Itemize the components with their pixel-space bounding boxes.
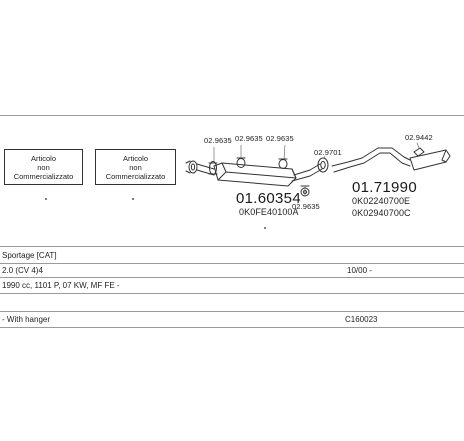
middle-part-number: 01.60354 [236,190,301,207]
rear-oe-number-1: 0K02240700E [352,196,411,206]
gasket-icon [317,157,329,173]
box-1-line-2: non [37,162,50,172]
vehicle-model: Sportage [CAT] [2,251,57,260]
divider-top [0,115,464,116]
rear-pipe [331,147,411,173]
rear-part-number: 01.71990 [352,179,417,196]
clamp-icon-1 [208,161,218,175]
bracket-icon [413,147,425,157]
not-available-box-2: Articolo non Commercializzato [95,149,176,185]
callout-bracket: 02.9442 [405,133,433,142]
callout-clamp-2: 02.9635 [235,134,263,143]
vehicle-spec: 1990 cc, 1101 P, 07 KW, MF FE - [2,281,120,290]
clamp-icon-2 [236,157,246,168]
clamp-icon-3 [278,158,288,169]
marker-dot-3 [264,227,266,229]
box-2-line-2: non [129,162,142,172]
box-1-line-3: Commercializzato [13,171,74,181]
divider-row-2 [0,263,464,264]
box-2-line-3: Commercializzato [105,171,166,181]
callout-gasket: 02.9701 [314,148,342,157]
marker-dot-2 [132,198,134,200]
callout-clamp-4: 02.9635 [292,202,320,211]
box-1-line-1: Articolo [30,153,56,163]
not-available-box-1: Articolo non Commercializzato [4,149,83,185]
vehicle-date: 10/00 - [347,266,372,275]
divider-row-5 [0,311,464,312]
rear-oe-number-2: 0K02940700C [352,208,411,218]
middle-silencer-icon [213,162,297,187]
callout-clamp-3: 02.9635 [266,134,294,143]
callout-clamp-1: 02.9635 [204,136,232,145]
rear-silencer-icon [409,149,451,171]
divider-bottom [0,327,464,328]
divider-mid [0,246,464,247]
box-2-line-1: Articolo [122,153,148,163]
vehicle-option: - With hanger [2,315,51,324]
divider-row-3 [0,277,464,278]
marker-dot-1 [45,198,47,200]
vehicle-reference: C160023 [345,315,378,324]
middle-oe-number: 0K0FE40100A [239,207,299,217]
middle-outlet-pipe [291,163,323,182]
vehicle-engine: 2.0 (CV 4)4 [2,266,43,275]
divider-row-4 [0,293,464,294]
front-flange-icon [185,160,198,174]
